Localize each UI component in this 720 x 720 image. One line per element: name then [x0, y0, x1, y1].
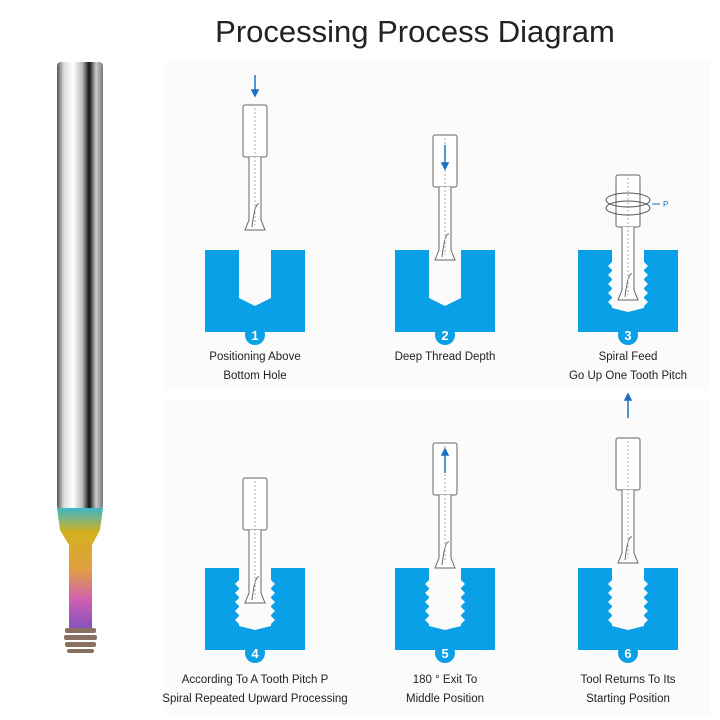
caption-line2: Bottom Hole: [223, 370, 287, 382]
step-number-badge: [435, 643, 455, 663]
page-title: Processing Process Diagram: [215, 14, 615, 49]
step-number-badge: [435, 325, 455, 345]
step-number-badge: [245, 643, 265, 663]
caption-line2: Middle Position: [406, 693, 484, 705]
workpiece-block: [578, 568, 678, 650]
arrow-down-icon: [440, 145, 450, 171]
step-number-badge: [618, 643, 638, 663]
arrow-down-icon: [250, 75, 260, 98]
caption-line1: Positioning Above: [209, 351, 301, 363]
step-5: 5: [395, 442, 495, 663]
workpiece-block: [205, 568, 305, 650]
step-number: 5: [441, 646, 448, 661]
workpiece-block: [395, 568, 495, 650]
step-number-badge: [245, 325, 265, 345]
spiral-feed-icon: [605, 192, 660, 216]
step-number: 6: [624, 646, 631, 661]
step-number: 2: [441, 328, 448, 343]
step-number: 1: [251, 328, 258, 343]
step-2: 2: [395, 134, 495, 345]
caption-line2: Spiral Repeated Upward Processing: [162, 693, 348, 705]
tool-outline: [242, 104, 268, 231]
step-caption: Spiral Feed Go Up One Tooth Pitch: [533, 348, 720, 386]
tool-outline: [615, 437, 641, 564]
workpiece-block: [205, 250, 305, 332]
caption-line1: Deep Thread Depth: [394, 351, 496, 363]
step-number-badge: [618, 325, 638, 345]
arrow-up-icon: [440, 447, 450, 473]
step-number: 3: [624, 328, 631, 343]
end-mill-tool-photo: [57, 62, 103, 653]
caption-line1: Tool Returns To Its: [580, 674, 676, 686]
caption-line2: Starting Position: [586, 693, 670, 705]
step-caption: 180 ° Exit To Middle Position: [350, 671, 540, 709]
step-number: 4: [251, 646, 259, 661]
step-6: 6: [578, 392, 678, 663]
caption-line1: According To A Tooth Pitch P: [181, 674, 329, 686]
workpiece-block: [395, 250, 495, 332]
workpiece-block: [578, 250, 678, 332]
caption-line2: Go Up One Tooth Pitch: [568, 370, 688, 382]
step-3: P3: [578, 174, 678, 345]
step-caption: According To A Tooth Pitch P Spiral Repea…: [160, 671, 350, 709]
caption-line1: Spiral Feed: [598, 351, 658, 363]
caption-line1: 180 ° Exit To: [412, 674, 478, 686]
tool-outline: [242, 477, 268, 604]
arrow-up-icon: [623, 392, 633, 418]
pitch-label: P: [663, 200, 668, 209]
step-1: 1: [205, 75, 305, 345]
step-caption: Deep Thread Depth: [350, 348, 540, 367]
step-4: 4: [205, 477, 305, 663]
